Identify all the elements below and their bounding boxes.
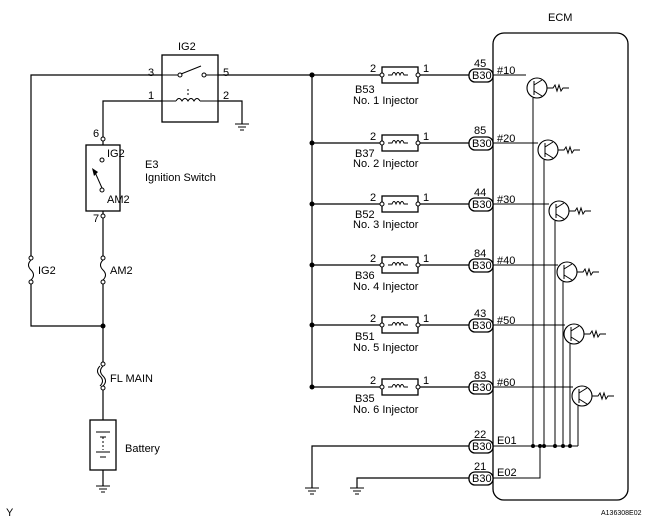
injector-3: 2 1 B52 No. 3 Injector 44 B30 #30 [309, 187, 549, 231]
injector-2-pin-right: 1 [423, 131, 429, 143]
injector-6: 2 1 B35 No. 6 Injector 83 B30 #60 [309, 370, 573, 416]
fl-main-fuse-icon [97, 361, 106, 391]
injector-4-code: B36 [355, 270, 375, 282]
ig2-fuse-label: IG2 [38, 265, 56, 277]
emitter-bus [493, 98, 579, 479]
injector-4-ecm-terminal: #40 [497, 255, 515, 267]
injector-3-code: B52 [355, 209, 375, 221]
relay-pin1: 1 [148, 90, 154, 102]
injector-3-ecm-terminal: #30 [497, 194, 515, 206]
junction-dot [100, 323, 106, 329]
injector-1-pin-right: 1 [423, 63, 429, 75]
ground-e01-terminal: E01 [497, 435, 517, 447]
ground-e01-ecm-pin: 22 [474, 429, 486, 441]
relay-name: IG2 [178, 41, 196, 53]
injector-1: 2 1 B53 No. 1 Injector 45 B30 #10 [309, 58, 526, 107]
injector-6-code: B35 [355, 393, 375, 405]
relay-box [161, 54, 219, 123]
injector-5: 2 1 B51 No. 5 Injector 43 B30 #50 [309, 308, 565, 354]
injector-5-pin-left: 2 [370, 313, 376, 325]
injector-1-ecm-pin: 45 [474, 58, 486, 70]
relay-pin5: 5 [223, 67, 229, 79]
battery-ground-icon [96, 485, 110, 493]
am2-fuse-icon [100, 255, 106, 285]
injector-3-pin-right: 1 [423, 192, 429, 204]
injector-4-name: No. 4 Injector [353, 281, 419, 293]
ecm-title: ECM [548, 12, 572, 24]
injector-5-connector: B30 [472, 320, 492, 332]
ignition-pin7: 7 [93, 213, 99, 225]
footer-left-mark: Y [6, 507, 14, 519]
injector-4-pin-right: 1 [423, 253, 429, 265]
ignition-pin6: 6 [93, 128, 99, 140]
injector-6-connector: B30 [472, 382, 492, 394]
injector-6-ecm-terminal: #60 [497, 377, 515, 389]
injector-5-ecm-pin: 43 [474, 308, 486, 320]
ignition-switch-name: Ignition Switch [145, 172, 216, 184]
injector-1-name: No. 1 Injector [353, 95, 419, 107]
injector-2: 2 1 B37 No. 2 Injector 85 B30 #20 [309, 125, 538, 170]
injector-2-connector: B30 [472, 138, 492, 150]
injector-2-pin-left: 2 [370, 131, 376, 143]
ground-e02-connector: B30 [472, 473, 492, 485]
injector-5-name: No. 5 Injector [353, 342, 419, 354]
injector-3-ecm-pin: 44 [474, 187, 486, 199]
figure-id: A136308E02 [601, 510, 642, 517]
injector-5-code: B51 [355, 331, 375, 343]
ignition-switch: 6 IG2 AM2 E3 Ignition Switch 7 [85, 128, 216, 225]
ignition-switch-box [85, 144, 121, 212]
injector-4-connector: B30 [472, 260, 492, 272]
ground-e02: 21 B30 E02 [350, 461, 517, 495]
am2-fuse-label: AM2 [110, 265, 133, 277]
injector-1-ecm-terminal: #10 [497, 65, 515, 77]
injector-4-ecm-pin: 84 [474, 248, 486, 260]
relay-ground-icon [235, 123, 249, 131]
ignition-terminal-ig2: IG2 [107, 148, 125, 160]
injector-5-pin-right: 1 [423, 313, 429, 325]
injector-1-connector: B30 [472, 70, 492, 82]
injector-3-pin-left: 2 [370, 192, 376, 204]
ignition-switch-code: E3 [145, 159, 158, 171]
injector-3-name: No. 3 Injector [353, 219, 419, 231]
injector-4: 2 1 B36 No. 4 Injector 84 B30 #40 [309, 248, 558, 293]
fl-main-fuse-label: FL MAIN [110, 373, 153, 385]
injector-6-pin-right: 1 [423, 375, 429, 387]
ig2-relay: IG2 3 5 1 2 [148, 41, 229, 123]
injector-6-ecm-pin: 83 [474, 370, 486, 382]
injector-1-code: B53 [355, 84, 375, 96]
injector-6-pin-left: 2 [370, 375, 376, 387]
ground-e01-connector: B30 [472, 441, 492, 453]
injector-6-name: No. 6 Injector [353, 404, 419, 416]
ground-e01: 22 B30 E01 [305, 429, 517, 495]
ground-e02-ecm-pin: 21 [474, 461, 486, 473]
injector-2-code: B37 [355, 148, 375, 160]
injector-2-ecm-pin: 85 [474, 125, 486, 137]
injector-4-pin-left: 2 [370, 253, 376, 265]
relay-pin3: 3 [148, 67, 154, 79]
injector-3-connector: B30 [472, 199, 492, 211]
relay-pin2: 2 [223, 90, 229, 102]
ig2-fuse-icon [28, 255, 34, 285]
transistor-icons [526, 77, 614, 407]
battery-icon [89, 419, 117, 471]
injector-2-name: No. 2 Injector [353, 158, 419, 170]
battery-label: Battery [125, 443, 160, 455]
injector-2-ecm-terminal: #20 [497, 133, 515, 145]
injector-1-pin-left: 2 [370, 63, 376, 75]
injector-5-ecm-terminal: #50 [497, 315, 515, 327]
ground-e02-terminal: E02 [497, 467, 517, 479]
ignition-terminal-am2: AM2 [107, 194, 130, 206]
